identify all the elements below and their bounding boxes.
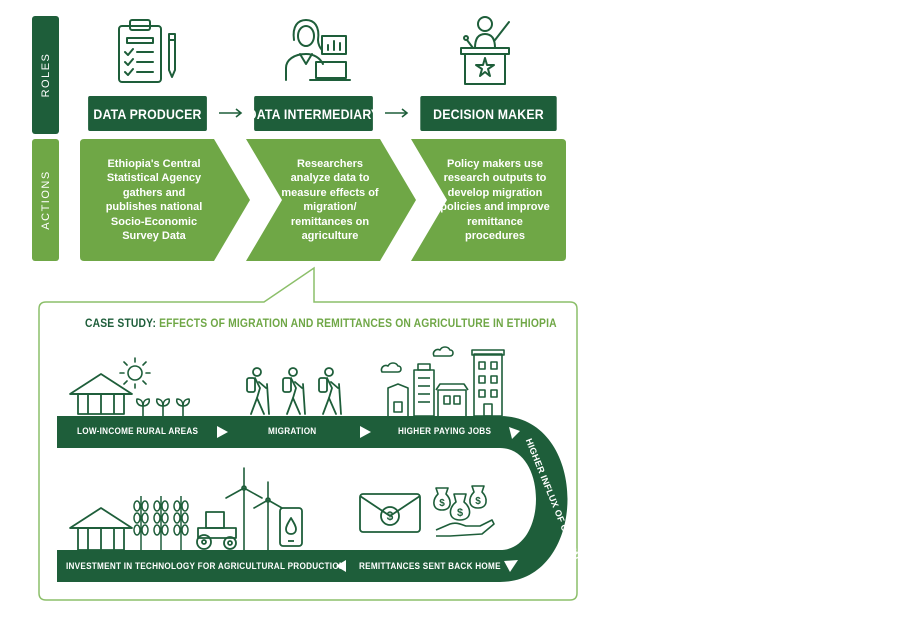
tractor-icon	[196, 511, 237, 550]
migrating-hikers-icon	[246, 367, 342, 415]
wind-turbines-icon	[225, 467, 283, 550]
clipboard-checklist-icon	[118, 19, 176, 83]
role-data-producer: DATA PRODUCER	[88, 96, 207, 131]
road-arrow-5	[336, 560, 346, 572]
money-envelope-icon: $	[359, 493, 421, 533]
action-data-intermediary: Researchers analyze data to measure effe…	[281, 157, 379, 243]
svg-text:$: $	[457, 507, 463, 519]
label-migration: MIGRATION	[268, 426, 317, 437]
role-arrow-2	[385, 108, 409, 118]
roles-side-tab: ROLES	[32, 16, 59, 134]
sun-icon	[119, 357, 151, 389]
researcher-laptop-icon	[285, 19, 351, 81]
rural-hut-icon	[69, 373, 133, 415]
svg-text:$: $	[439, 498, 445, 509]
case-study-title: CASE STUDY: EFFECTS OF MIGRATION AND REM…	[85, 316, 557, 330]
action-data-producer: Ethiopia's Central Statistical Agency ga…	[105, 157, 203, 243]
money-bags-hand-icon: $ $ $	[433, 485, 495, 537]
mobile-phone-icon	[279, 507, 303, 547]
farm-hut-icon	[69, 507, 133, 550]
label-remittances-sent-home: REMITTANCES SENT BACK HOME	[359, 561, 501, 572]
road-arrow-4	[504, 560, 518, 572]
role-data-intermediary: DATA INTERMEDIARY	[248, 96, 379, 131]
road-arrow-2	[360, 426, 371, 438]
label-low-income-rural-areas: LOW-INCOME RURAL AREAS	[77, 426, 199, 437]
city-buildings-icon	[380, 346, 505, 416]
role-decision-maker: DECISION MAKER	[420, 96, 557, 131]
road-arrow-1	[217, 426, 228, 438]
action-decision-maker: Policy makers use research outputs to de…	[440, 157, 550, 243]
wheat-crops-icon	[133, 496, 189, 550]
case-study-prefix: CASE STUDY:	[85, 316, 160, 330]
road-arrow-3	[509, 427, 520, 439]
podium-speaker-icon	[460, 16, 510, 85]
svg-text:$: $	[387, 509, 394, 523]
svg-text:$: $	[475, 496, 481, 507]
case-study-topic: EFFECTS OF MIGRATION AND REMITTANCES ON …	[159, 316, 557, 330]
role-arrow-1	[219, 108, 243, 118]
seedlings-icon	[135, 398, 191, 416]
actions-side-tab: ACTIONS	[32, 139, 59, 261]
label-higher-paying-jobs: HIGHER PAYING JOBS	[398, 426, 492, 437]
label-investment-technology: INVESTMENT IN TECHNOLOGY FOR AGRICULTURA…	[66, 561, 346, 572]
action-shapes	[80, 139, 566, 261]
